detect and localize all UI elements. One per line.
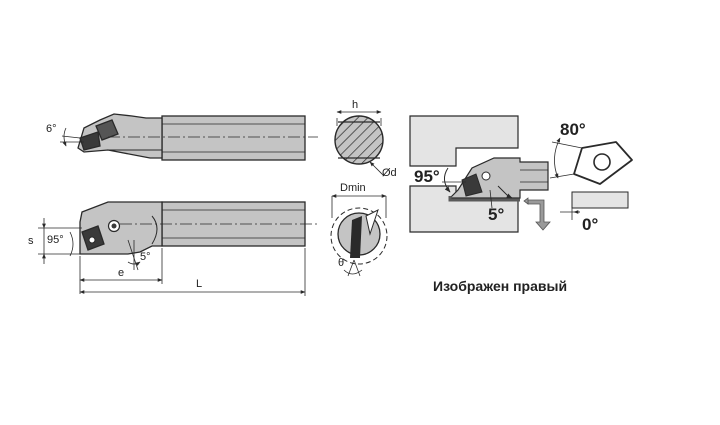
- dim-h-label: h: [352, 99, 358, 111]
- dim-e-label: e: [118, 267, 124, 279]
- dim-L: [79, 248, 306, 296]
- angle-95-small-annotation: 95°: [47, 231, 74, 257]
- feed-arrow-down: [527, 199, 551, 231]
- angle-0-label: 0°: [582, 215, 598, 234]
- angle-80-label: 80°: [560, 120, 586, 139]
- dim-L-label: L: [196, 278, 202, 290]
- workpiece-upper: [409, 115, 519, 167]
- shank-cross-section: [334, 110, 385, 177]
- theta-label: θ: [338, 257, 344, 269]
- holder-top-view: [77, 113, 318, 161]
- dim-d-label: Ød: [382, 167, 397, 179]
- angle-6-annotation: 6°: [46, 123, 84, 147]
- clamp-top: [95, 119, 119, 141]
- insert-shape: [549, 137, 633, 185]
- angle-95-small-label: 95°: [47, 234, 64, 246]
- machining-scheme: [409, 115, 551, 233]
- insert-top: [79, 131, 101, 151]
- angle-5-small-label: 5°: [140, 251, 151, 263]
- angle-5-small-annotation: 5°: [127, 239, 151, 271]
- dim-e: [79, 248, 163, 294]
- holder-side-view: [79, 201, 318, 255]
- dim-dmin-label: Dmin: [340, 182, 366, 194]
- angle-5-large-label: 5°: [488, 205, 504, 224]
- dim-s: [38, 218, 82, 264]
- rake-angle-view: [560, 191, 629, 220]
- angle-95-large-label: 95°: [414, 167, 440, 186]
- dim-s-label: s: [28, 235, 34, 247]
- caption-right-hand: Изображен правый: [433, 278, 567, 294]
- feed-arrow-left: [523, 197, 529, 205]
- angle-6-label: 6°: [46, 123, 57, 135]
- holder-shank-top: [161, 115, 306, 161]
- min-bore-view: [330, 194, 388, 277]
